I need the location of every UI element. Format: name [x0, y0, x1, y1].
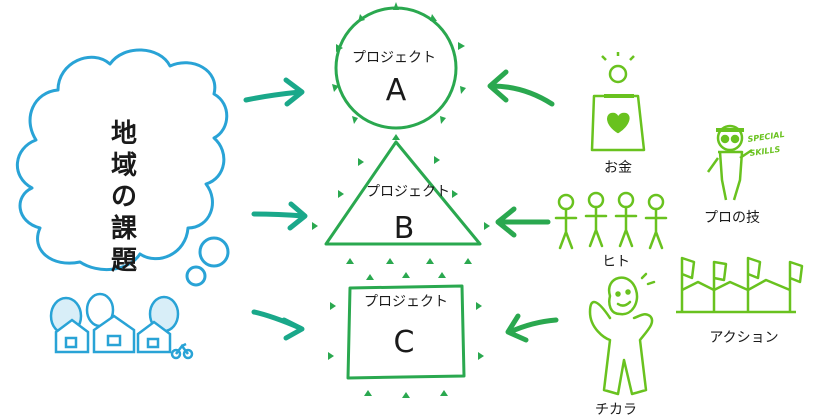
donation-box-icon [590, 52, 646, 152]
power-label: チカラ [595, 402, 637, 418]
project-c: プロジェクト C [328, 272, 484, 398]
action-label: アクション [709, 330, 778, 346]
project-b-letter: B [394, 211, 415, 246]
people-resource: ヒト [554, 191, 668, 270]
arrow-from-power [505, 313, 559, 343]
cloud-title: 地 域 の 課 題 [111, 119, 138, 276]
skills-resource: SPECIAL SKILLS プロの技 [704, 124, 785, 226]
project-a: プロジェクト A [332, 2, 466, 140]
cloud-char-5: 題 [111, 246, 138, 276]
strong-person-icon [588, 272, 656, 396]
project-a-label: プロジェクト [352, 50, 436, 66]
cloud-char-1: 地 [111, 119, 137, 149]
professional-person-icon [706, 124, 753, 201]
arrow-from-money [487, 69, 555, 107]
arrow-to-project-c [251, 309, 305, 341]
cloud-char-2: 域 [111, 151, 137, 181]
money-resource: お金 [590, 52, 646, 176]
project-b-label: プロジェクト [366, 184, 450, 200]
town-illustration [49, 292, 194, 360]
house-icon [54, 314, 172, 354]
resource-arrows [487, 69, 559, 343]
project-c-label: プロジェクト [364, 294, 448, 310]
people-label: ヒト [602, 254, 630, 270]
power-resource: チカラ [588, 272, 656, 418]
arrow-to-project-b [251, 201, 308, 231]
bike-icon [170, 342, 194, 360]
project-a-letter: A [386, 73, 407, 108]
sparkle-marks [328, 272, 484, 398]
special-badge-line-2: SKILLS [749, 145, 781, 158]
flags-icon [676, 256, 804, 314]
cloud-char-4: 課 [111, 213, 138, 244]
special-badge-line-1: SPECIAL [747, 130, 785, 144]
sparkle-marks [312, 156, 490, 264]
money-label: お金 [604, 160, 632, 176]
skills-label: プロの技 [704, 210, 760, 226]
arrow-from-people [495, 206, 551, 238]
project-b: プロジェクト B [312, 140, 490, 264]
cloud-char-3: の [111, 182, 137, 212]
action-resource: アクション [676, 256, 804, 346]
sparkle-marks [332, 2, 466, 140]
issue-cloud [15, 48, 230, 287]
project-c-letter: C [394, 325, 415, 360]
people-group-icon [554, 191, 668, 250]
arrow-to-project-a [243, 77, 305, 107]
issue-arrows [243, 77, 308, 341]
